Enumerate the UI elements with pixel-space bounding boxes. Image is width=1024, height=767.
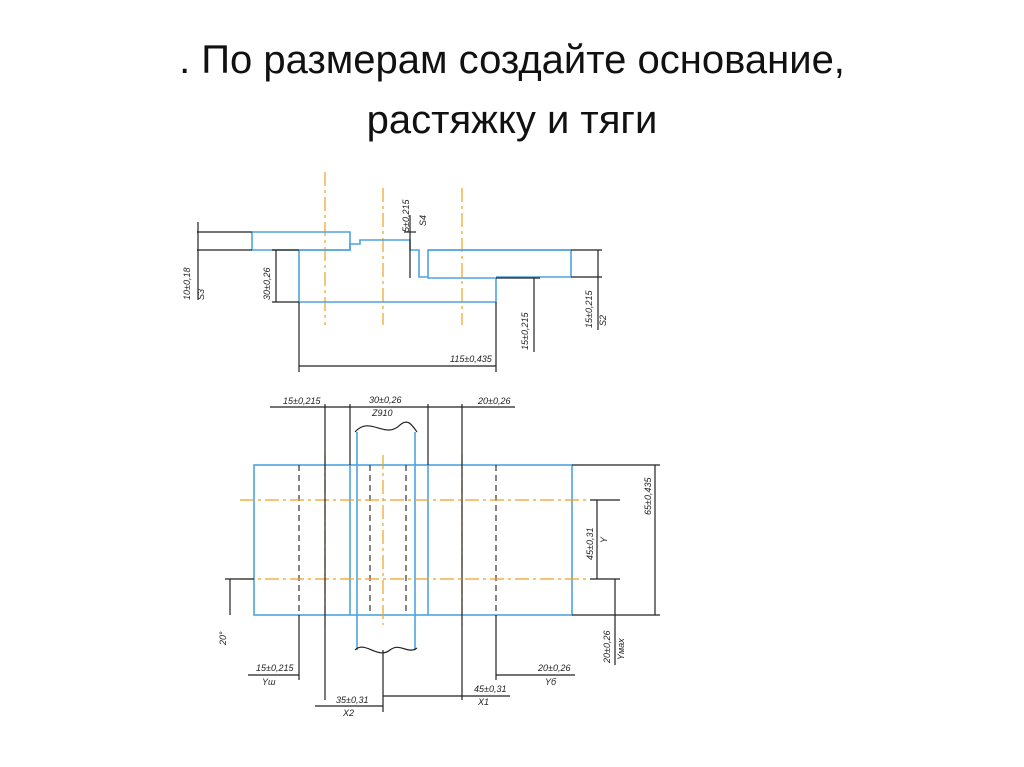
dim-label: 45±0,31 xyxy=(474,684,506,694)
dim-label: Yб xyxy=(545,677,557,687)
dim-label: 15±0,215 xyxy=(584,290,594,328)
dim-label: 115±0,435 xyxy=(450,354,493,364)
dim-label: Z910 xyxy=(371,408,393,418)
dim-label: Yмах xyxy=(616,638,626,660)
dim-label: 65±0,435 xyxy=(643,477,653,515)
dim-label: X2 xyxy=(342,708,354,718)
dim-label: S4 xyxy=(418,215,428,226)
dim-label: 20±0,26 xyxy=(602,631,612,664)
base-top-edge xyxy=(299,239,428,278)
dim-label: 30±0,26 xyxy=(369,395,401,405)
plan-view: 15±0,215 30±0,26 Z910 20±0,26 65±0,435 4… xyxy=(218,395,660,718)
slide-title: . По размерам создайте основание, растяж… xyxy=(40,30,984,150)
dim-label: X1 xyxy=(477,697,489,707)
dim-label: 35±0,31 xyxy=(336,695,368,705)
rod-break-top xyxy=(354,421,418,433)
dim-label: 15±0,215 xyxy=(520,312,530,350)
dim-label: Yш xyxy=(262,677,276,687)
rod-break-bottom xyxy=(354,646,418,654)
dim-label: S2 xyxy=(598,315,608,326)
dim-label: 30±0,26 xyxy=(262,268,272,300)
side-view: 10±0,18 S3 30±0,26 5±0,215 S4 15±0,215 S… xyxy=(182,172,608,372)
dim-label: Y xyxy=(599,536,609,543)
dim-label: 15±0,215 xyxy=(256,663,294,673)
rod-outline xyxy=(356,432,416,650)
plate-outline xyxy=(253,464,573,616)
base-body xyxy=(298,249,572,303)
dim-label: 20±0,26 xyxy=(477,396,510,406)
dim-label: 20±0,26 xyxy=(537,663,570,673)
dim-label: 45±0,31 xyxy=(585,528,595,560)
dim-label: 5±0,215 xyxy=(401,199,411,232)
title-line-2: растяжку и тяги xyxy=(366,98,658,142)
dim-label: 15±0,215 xyxy=(283,396,321,406)
title-line-1: . По размерам создайте основание, xyxy=(179,38,845,82)
dim-label: 20° xyxy=(218,631,228,646)
dim-label: 10±0,18 xyxy=(182,268,192,300)
dim-label: S3 xyxy=(196,289,206,300)
left-plate xyxy=(251,231,351,251)
